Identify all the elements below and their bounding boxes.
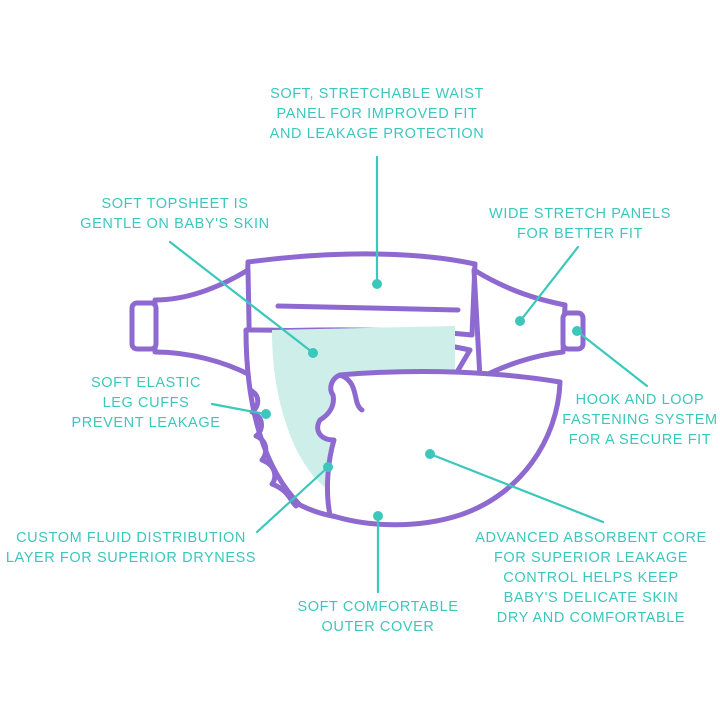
waist-line-2: PANEL FOR IMPROVED FIT [276, 106, 478, 122]
diaper-illustration [129, 251, 586, 528]
cuffs-line-1: SOFT ELASTIC [90, 375, 202, 391]
waist-line-3: AND LEAKAGE PROTECTION [269, 126, 485, 142]
stretch-dot [515, 316, 525, 326]
fluid-distribution-layer [272, 326, 455, 497]
cuffs-dot [261, 409, 271, 419]
cuffs-line-2: LEG CUFFS [102, 395, 190, 411]
hook-loop-label: HOOK AND LOOP FASTENING SYSTEM FOR A SEC… [560, 390, 720, 450]
absorbent-core-label: ADVANCED ABSORBENT CORE FOR SUPERIOR LEA… [462, 528, 720, 628]
fluid-leader [255, 466, 329, 534]
cuffs-line-3: PREVENT LEAKAGE [71, 415, 221, 431]
leg-cuffs-label: SOFT ELASTIC LEG CUFFS PREVENT LEAKAGE [46, 373, 246, 433]
hook-leader [576, 330, 649, 388]
cover-dot [373, 511, 383, 521]
core-line-5: DRY AND COMFORTABLE [496, 610, 686, 626]
cover-line-1: SOFT COMFORTABLE [297, 599, 459, 615]
cuffs-leader [210, 402, 267, 416]
topsheet-label: SOFT TOPSHEET IS GENTLE ON BABY'S SKIN [62, 194, 288, 234]
outer-cover-front [315, 368, 563, 528]
back-waist-panel [243, 251, 478, 338]
fluid-line-1: CUSTOM FLUID DISTRIBUTION [16, 530, 246, 546]
fluid-layer-label: CUSTOM FLUID DISTRIBUTION LAYER FOR SUPE… [0, 528, 262, 568]
core-line-1: ADVANCED ABSORBENT CORE [475, 530, 707, 546]
hook-line-2: FASTENING SYSTEM [562, 412, 718, 428]
topsheet-line-2: GENTLE ON BABY'S SKIN [80, 216, 270, 232]
cover-line-2: OUTER COVER [321, 619, 435, 635]
outer-cover-label: SOFT COMFORTABLE OUTER COVER [276, 597, 480, 637]
waist-inner-line [275, 303, 461, 313]
core-line-4: BABY'S DELICATE SKIN [503, 590, 679, 606]
waist-panel-label: SOFT, STRETCHABLE WAIST PANEL FOR IMPROV… [244, 84, 510, 144]
fluid-line-2: LAYER FOR SUPERIOR DRYNESS [5, 550, 257, 566]
waist-line-1: SOFT, STRETCHABLE WAIST [270, 86, 484, 102]
left-fastening-tab [129, 300, 159, 352]
core-line-2: FOR SUPERIOR LEAKAGE [493, 550, 689, 566]
fluid-dot [323, 462, 333, 472]
hook-dot [572, 326, 582, 336]
core-dot [425, 449, 435, 459]
core-leader [428, 452, 605, 524]
hook-line-1: HOOK AND LOOP [575, 392, 705, 408]
stretch-leader [519, 245, 580, 322]
core-line-3: CONTROL HELPS KEEP [503, 570, 679, 586]
stretch-panels-label: WIDE STRETCH PANELS FOR BETTER FIT [474, 204, 686, 244]
left-stretch-panel [152, 267, 253, 378]
stretch-line-1: WIDE STRETCH PANELS [489, 206, 671, 222]
waist-dot [372, 279, 382, 289]
topsheet-dot [308, 348, 318, 358]
topsheet-line-1: SOFT TOPSHEET IS [101, 196, 249, 212]
stretch-line-2: FOR BETTER FIT [516, 226, 643, 242]
front-waist-edge [337, 372, 365, 413]
topsheet-leader [168, 240, 314, 354]
hook-line-3: FOR A SECURE FIT [568, 432, 712, 448]
leader-lines [168, 155, 649, 594]
